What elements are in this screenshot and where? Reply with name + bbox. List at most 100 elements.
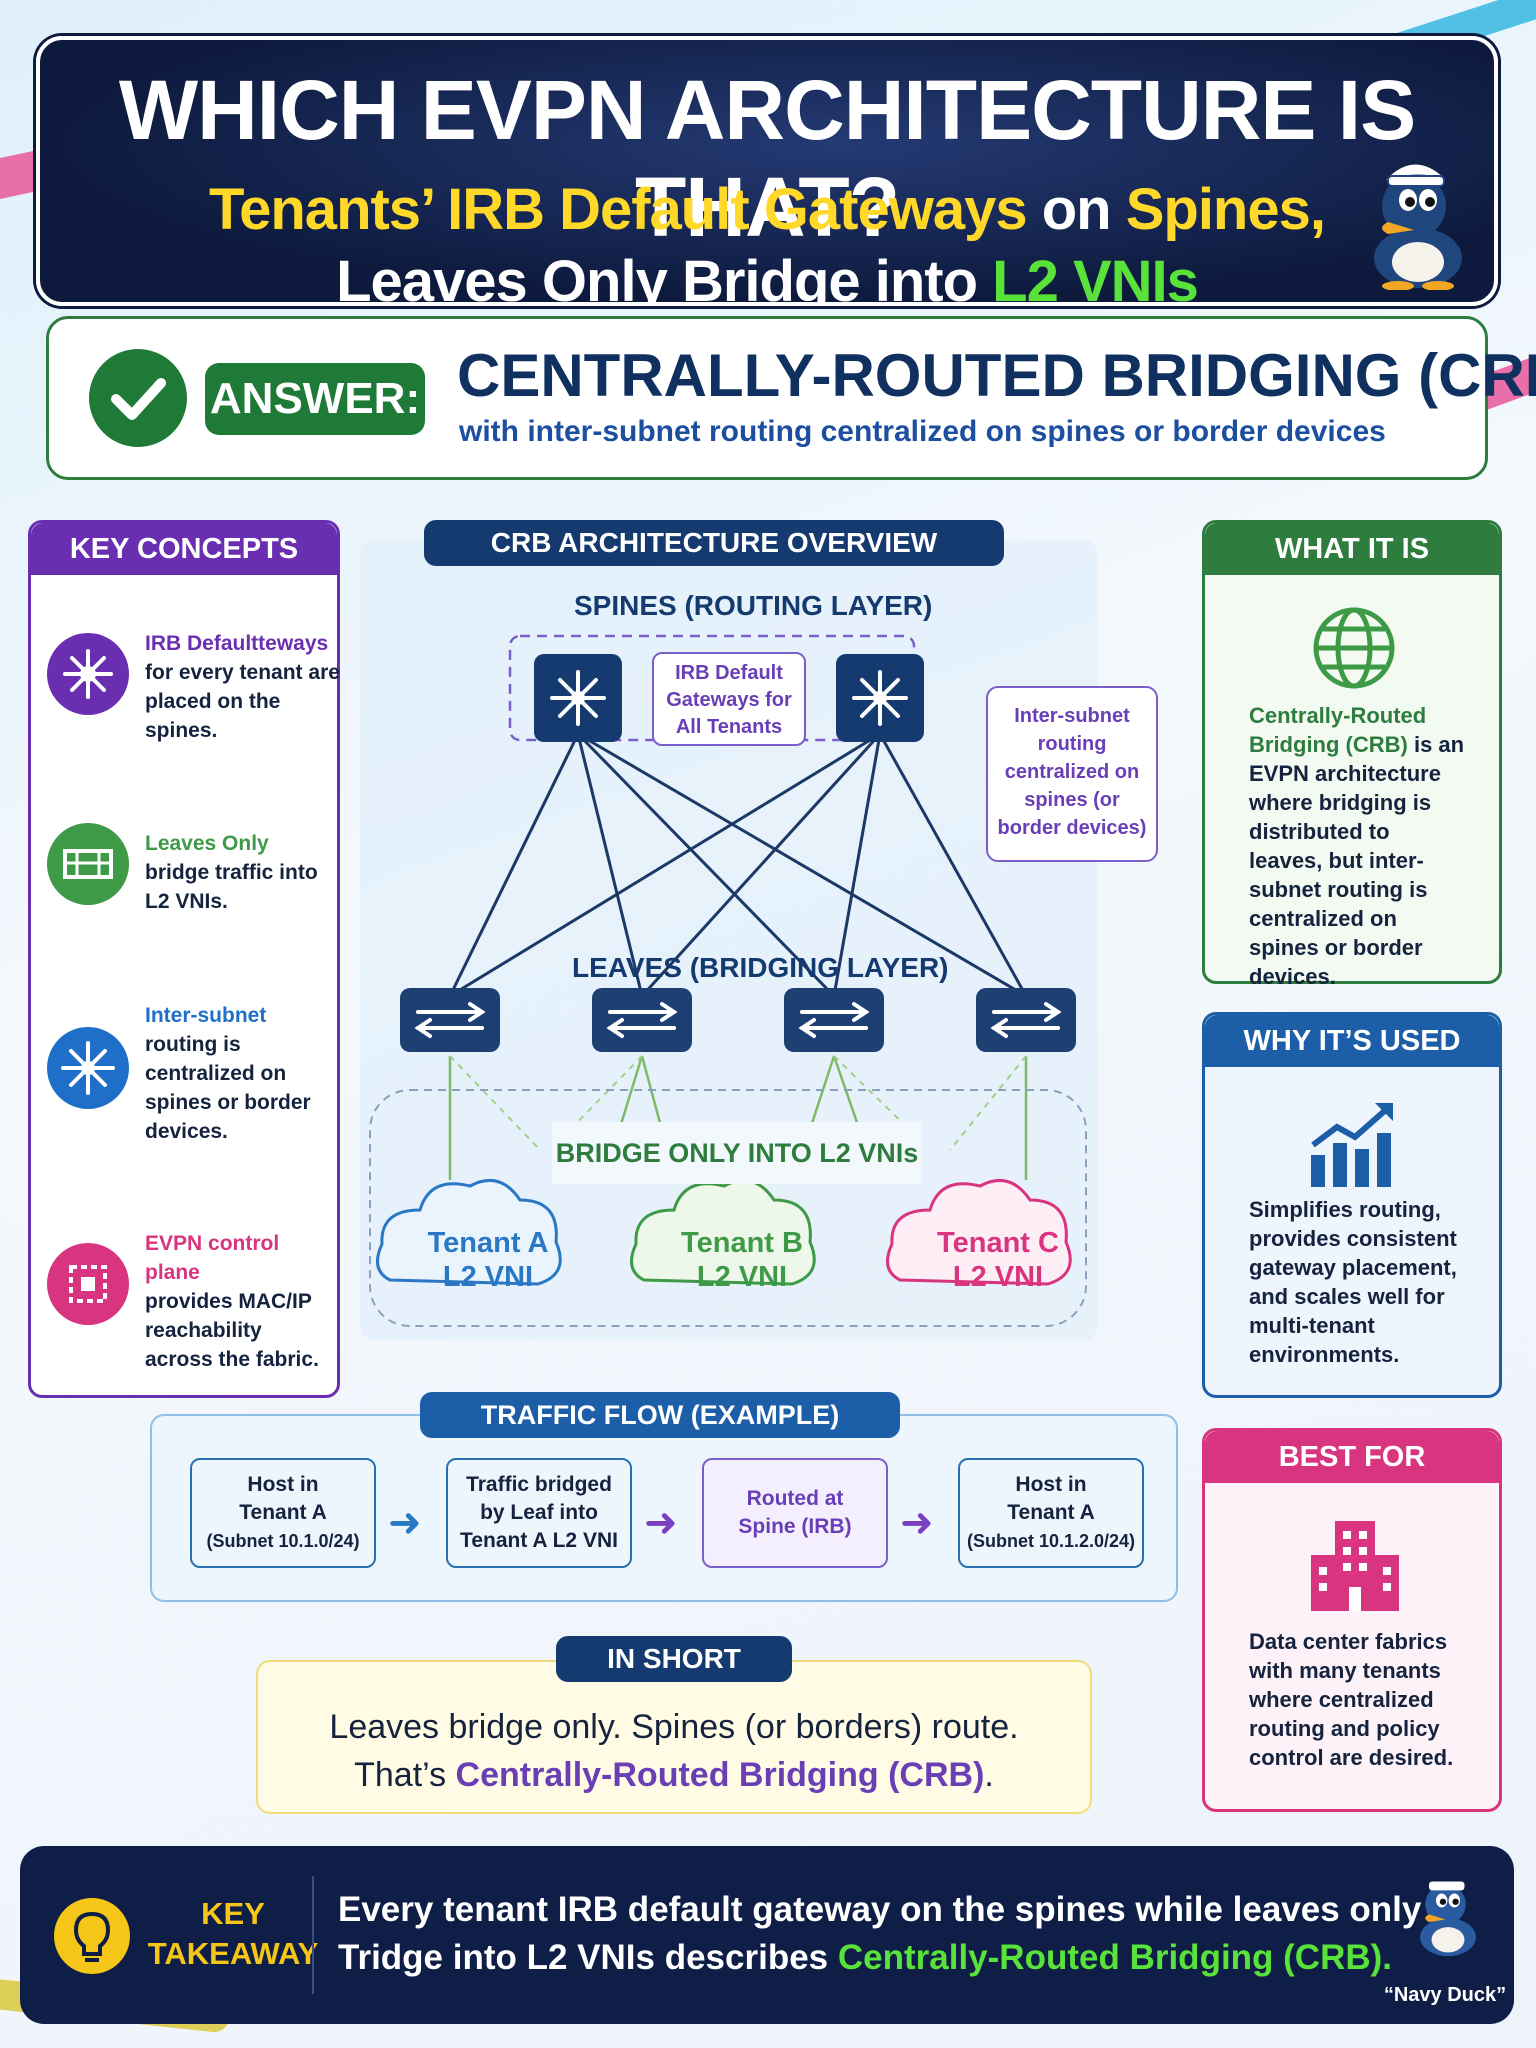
why-used-text: Simplifies routing, provides consistent … [1249, 1197, 1457, 1367]
tenant-name: Tenant C [937, 1227, 1059, 1259]
leaves-layer-label: LEAVES (BRIDGING LAYER) [572, 952, 949, 983]
subtitle-highlight: Tenants’ IRB Default Gateways [209, 177, 1028, 242]
flow-step-line: Tenant A [1007, 1501, 1095, 1524]
in-short-panel: Leaves bridge only. Spines (or borders) … [256, 1660, 1092, 1814]
concept-item: Leaves Only bridge traffic into L2 VNIs. [145, 829, 345, 916]
best-for-text: Data center fabrics with many tenants wh… [1249, 1629, 1454, 1770]
what-it-is-panel: WHAT IT IS Centrally-Routed Bridging (CR… [1202, 520, 1502, 989]
flow-step-dest-host: Host in Tenant A (Subnet 10.1.2.0/24) [958, 1458, 1144, 1568]
page-title: WHICH EVPN ARCHITECTURE IS THAT? [118, 63, 1416, 254]
best-for-panel: BEST FOR Data center fabrics with many t… [1202, 1428, 1502, 1812]
subtitle-highlight: L2 VNIs [992, 249, 1199, 306]
concept-title: IRB Defaultteways [145, 632, 329, 655]
what-it-is-text: Centrally-Routed Bridging (CRB) is an EV… [1249, 701, 1469, 991]
flow-step-line: Traffic bridged [466, 1473, 612, 1496]
flow-step-spine-route: Routed at Spine (IRB) [702, 1458, 888, 1568]
key-takeaway-bar: KEY TAKEAWAY Every tenant IRB default ga… [20, 1846, 1514, 2024]
arrow-right-icon: ➜ [388, 1501, 422, 1545]
spines-layer-label: SPINES (ROUTING LAYER) [574, 590, 933, 621]
why-used-heading: WHY IT’S USED [1205, 1015, 1499, 1067]
tenant-vni: L2 VNI [952, 1261, 1044, 1293]
leaf-switch-icon [592, 988, 692, 1052]
subtitle-line-1: Tenants’ IRB Default Gateways on Spines, [40, 176, 1494, 243]
concept-body: bridge traffic into L2 VNIs. [145, 861, 318, 913]
tenant-cloud-a [376, 1178, 562, 1286]
in-short-line-2: That’s Centrally-Routed Bridging (CRB). [258, 1756, 1090, 1795]
tenant-name: Tenant A [427, 1227, 549, 1259]
takeaway-line: Every tenant IRB default gateway on the … [338, 1890, 1422, 1929]
duck-mascot-icon [1420, 1881, 1476, 1957]
mascot-caption: “Navy Duck” [1383, 1984, 1507, 2006]
spine-switch-icon [534, 654, 622, 742]
concept-title: Inter-subnet [145, 1004, 267, 1027]
crb-highlight: Centrally-Routed Bridging (CRB) [1249, 703, 1427, 757]
tenant-b-label: Tenant B L2 VNI [642, 1226, 842, 1294]
flow-step-line: Spine (IRB) [738, 1515, 852, 1538]
irb-gateway-box: IRB Default Gateways for All Tenants [652, 652, 806, 746]
concept-body: for every tenant are placed on the spine… [145, 661, 340, 742]
flow-step-line: Tenant A [239, 1501, 327, 1524]
why-used-panel: WHY IT’S USED Simplifies routing, provid… [1202, 1012, 1502, 1398]
inter-subnet-note: Inter-subnet routing centralized on spin… [986, 686, 1158, 862]
bridge-only-label: BRIDGE ONLY INTO L2 VNIs [552, 1122, 922, 1184]
header-banner: WHICH EVPN ARCHITECTURE IS THAT? Tenants… [36, 36, 1498, 306]
tenant-a-label: Tenant A L2 VNI [388, 1226, 588, 1294]
leaf-switch-icon [976, 988, 1076, 1052]
leaf-switch-icon [784, 988, 884, 1052]
duck-mascot-icon [1374, 164, 1462, 290]
concept-body: provides MAC/IP reachability across the … [145, 1290, 319, 1371]
subtitle-text: Leaves Only Bridge into [336, 249, 993, 306]
in-short-line-1: Leaves bridge only. Spines (or borders) … [329, 1708, 1019, 1746]
crb-highlight: Centrally-Routed Bridging (CRB). [837, 1938, 1393, 1977]
crb-highlight: Centrally-Routed Bridging (CRB) [455, 1756, 985, 1794]
globe-icon [1313, 607, 1395, 689]
takeaway-label-line: KEY [201, 1896, 265, 1931]
answer-subtitle: with inter-subnet routing centralized on… [459, 415, 1386, 448]
flow-step-line: Host in [247, 1473, 319, 1496]
in-short-text: . [984, 1756, 994, 1794]
control-plane-icon [47, 1243, 129, 1325]
lightbulb-icon [54, 1898, 130, 1974]
divider [312, 1876, 314, 1994]
concept-item: EVPN control plane provides MAC/IP reach… [145, 1229, 335, 1374]
arrow-right-icon: ➜ [644, 1501, 678, 1545]
flow-step-source-host: Host in Tenant A (Subnet 10.1.0/24) [190, 1458, 376, 1568]
takeaway-line: Tridge into L2 VNIs describes Centrally-… [338, 1934, 1421, 1982]
flow-step-line: Routed at [746, 1487, 844, 1510]
answer-bar: ANSWER: CENTRALLY-ROUTED BRIDGING (CRB) … [46, 316, 1536, 480]
key-takeaway-text: Every tenant IRB default gateway on the … [338, 1886, 1421, 1982]
key-concepts-panel: KEY CONCEPTS IRB Defaultteways for every… [28, 520, 340, 1398]
takeaway-text: Tridge into L2 VNIs describes [338, 1938, 838, 1977]
concept-item: IRB Defaultteways for every tenant are p… [145, 629, 345, 745]
topology-links [369, 634, 1087, 1327]
concept-body: routing is centralized on spines or bord… [145, 1033, 311, 1143]
growth-chart-icon [1311, 1103, 1393, 1187]
subtitle-text: on [1026, 177, 1126, 242]
concept-title: EVPN control plane [145, 1232, 280, 1284]
concept-title: Leaves Only [145, 832, 269, 855]
bridge-icon [47, 823, 129, 905]
building-icon [1311, 1521, 1399, 1611]
flow-step-line: Host in [1015, 1473, 1087, 1496]
in-short-heading: IN SHORT [556, 1636, 792, 1682]
key-takeaway-label: KEY TAKEAWAY [138, 1894, 328, 1974]
best-for-heading: BEST FOR [1205, 1431, 1499, 1483]
key-concepts-heading: KEY CONCEPTS [31, 523, 337, 575]
traffic-flow-heading: TRAFFIC FLOW (EXAMPLE) [420, 1392, 900, 1438]
subtitle-highlight: Spines, [1125, 177, 1326, 242]
checkmark-icon [89, 349, 187, 447]
tenant-vni: L2 VNI [442, 1261, 534, 1293]
tenant-cloud-c [886, 1178, 1072, 1286]
concept-item: Inter-subnet routing is centralized on s… [145, 1001, 345, 1146]
tenant-c-label: Tenant C L2 VNI [898, 1226, 1098, 1294]
tenant-cloud-b [630, 1178, 816, 1286]
leaf-switch-icon [400, 988, 500, 1052]
in-short-text: That’s [354, 1756, 456, 1794]
what-it-is-heading: WHAT IT IS [1205, 523, 1499, 575]
router-icon [47, 1027, 129, 1109]
flow-step-subnet: (Subnet 10.1.0/24) [206, 1531, 360, 1551]
tenant-vni: L2 VNI [696, 1261, 788, 1293]
answer-title: CENTRALLY-ROUTED BRIDGING (CRB) [457, 342, 1536, 409]
answer-badge: ANSWER: [205, 363, 425, 435]
takeaway-label-line: TAKEAWAY [147, 1936, 319, 1971]
